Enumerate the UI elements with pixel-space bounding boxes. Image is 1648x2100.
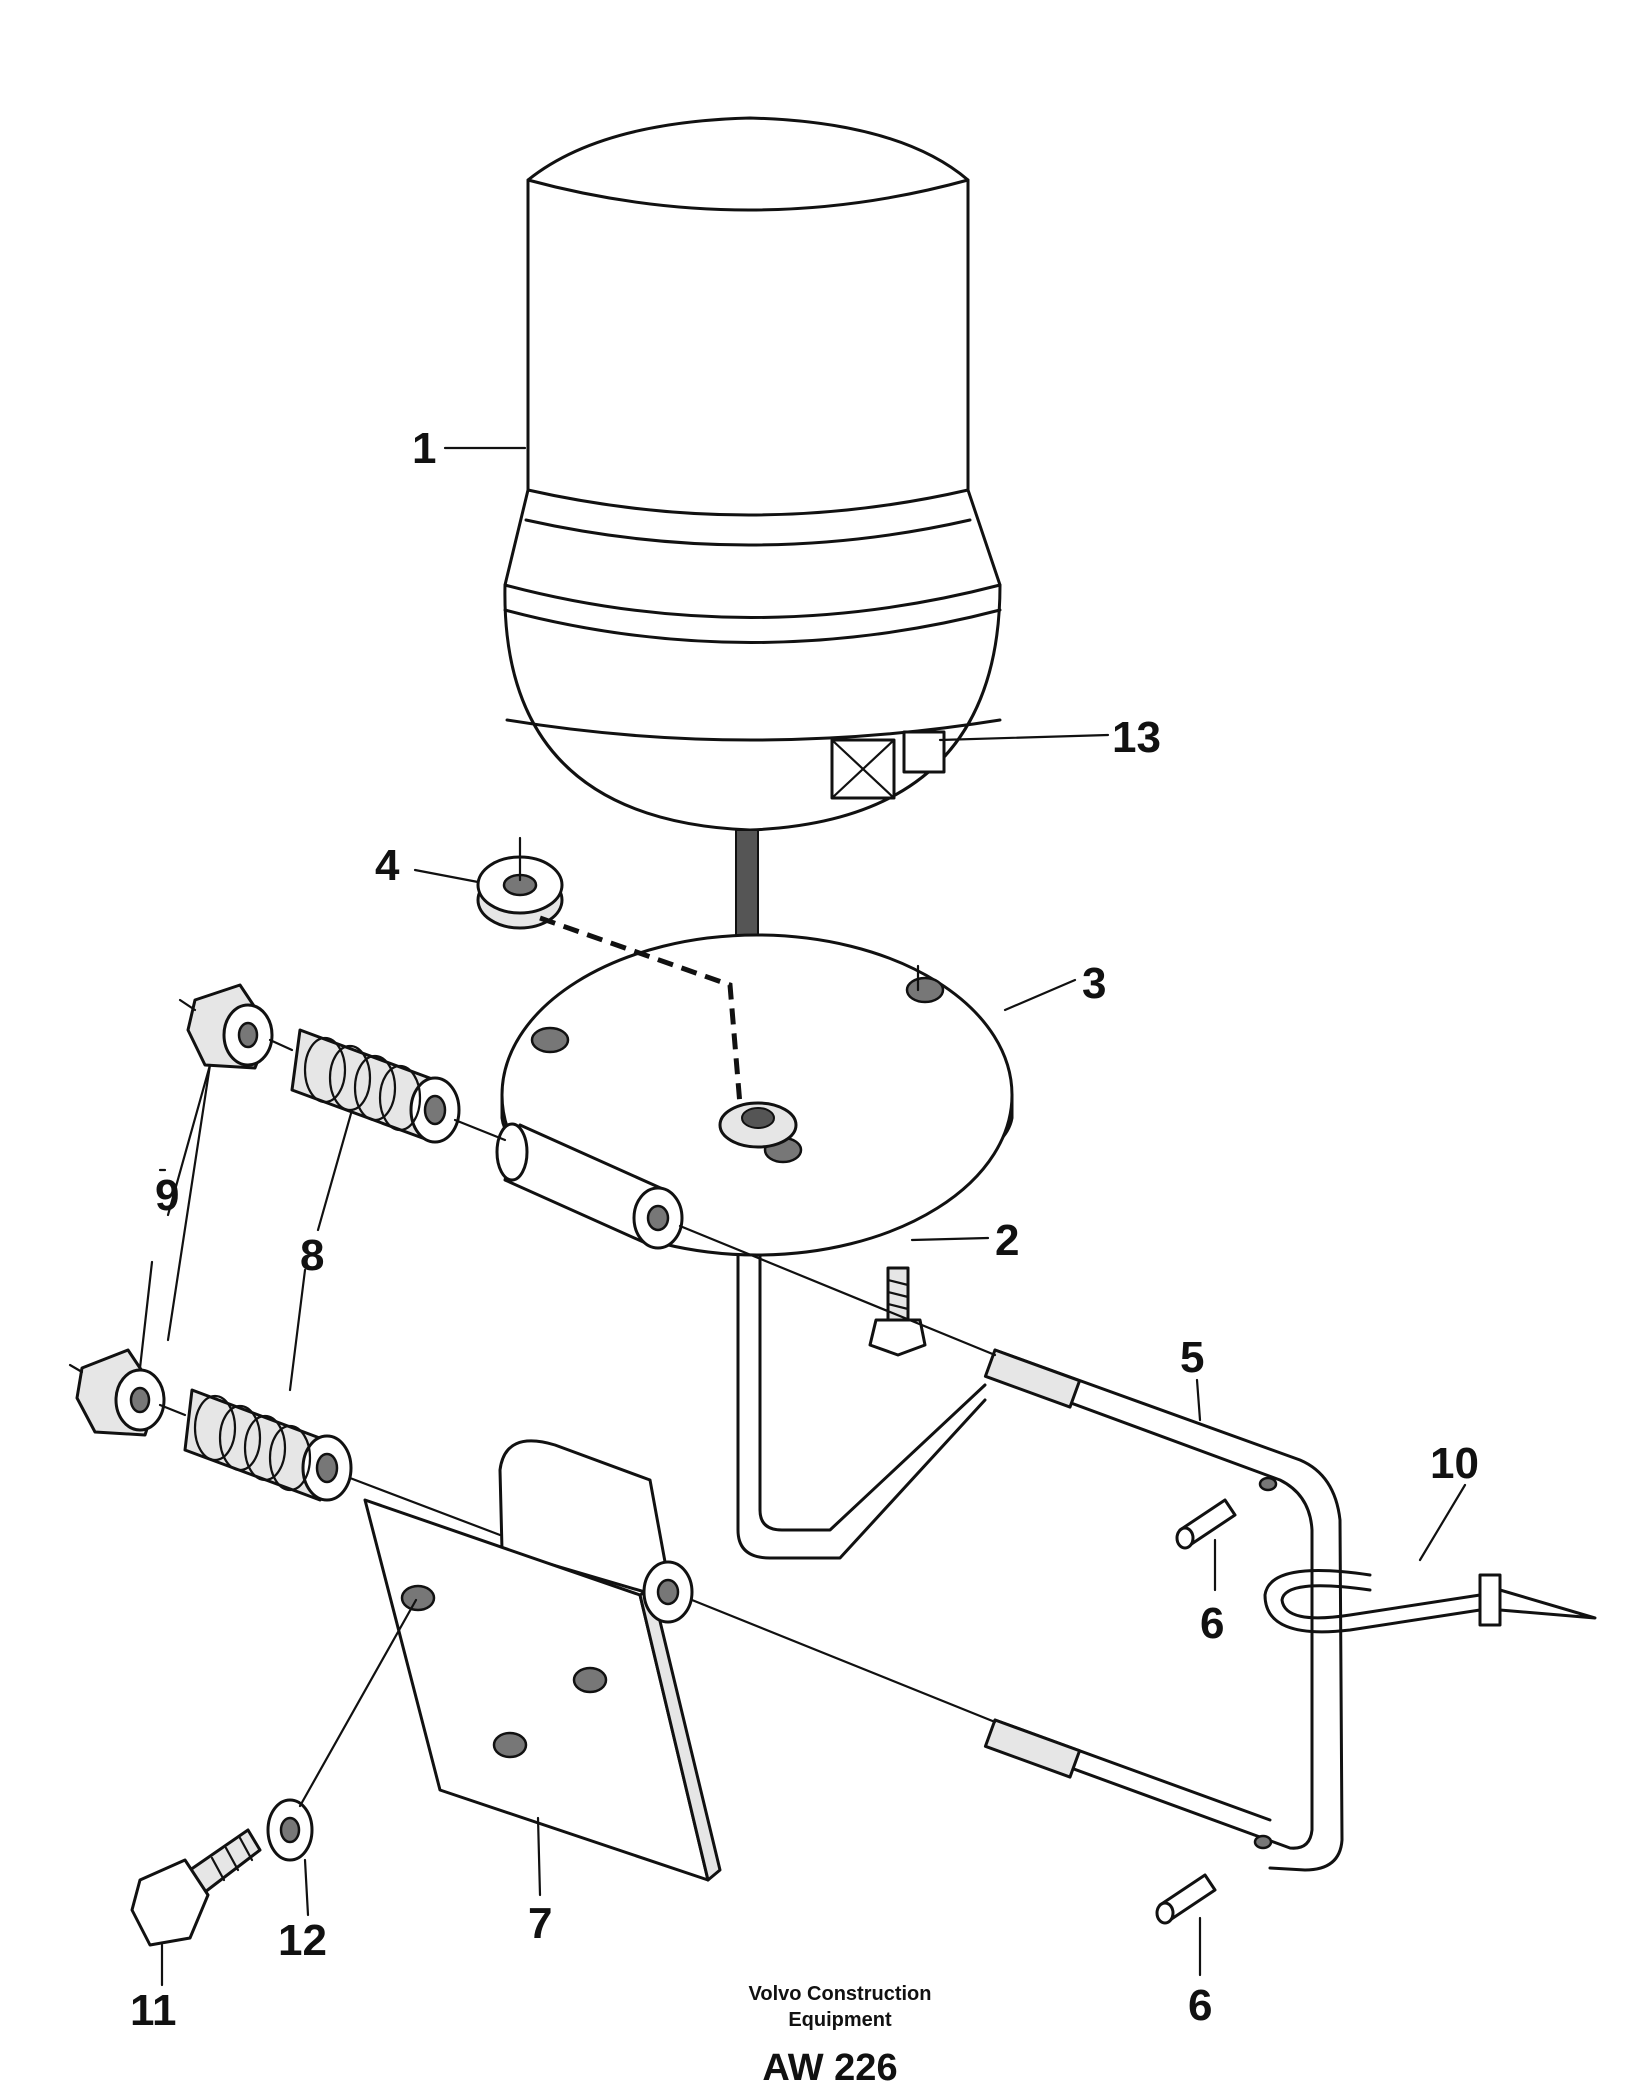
label-part-9: 9: [155, 1171, 179, 1220]
label-part-6-lower: 6: [1188, 1981, 1212, 2030]
upper-sleeve: [495, 1122, 684, 1250]
label-part-6-upper: 6: [1200, 1599, 1224, 1648]
cable-tie: [1263, 1569, 1597, 1634]
cotter-pins: [1155, 1498, 1237, 1925]
part-labels: 1 13 4 3 2 9 8 5 10 6 12 7 11 6: [130, 424, 1479, 2035]
label-part-4: 4: [375, 841, 400, 890]
u-bolt: [983, 1348, 1344, 1872]
label-part-5: 5: [1180, 1333, 1204, 1382]
label-part-7: 7: [528, 1899, 552, 1948]
springs: [183, 1028, 461, 1502]
label-part-10: 10: [1430, 1439, 1479, 1488]
label-part-1: 1: [412, 424, 436, 473]
bracket-plate: [363, 1439, 722, 1882]
screw-plate: [868, 1266, 927, 1357]
label-part-11: 11: [130, 1986, 177, 2035]
washer: [266, 1798, 314, 1862]
label-part-8: 8: [300, 1231, 324, 1280]
assembly-lines: [68, 964, 997, 1808]
company-name-line1: Volvo Construction: [749, 1983, 932, 2005]
drawing-code: AW 226: [762, 2047, 897, 2089]
beacon-dome: [503, 116, 1002, 832]
grommet: [476, 836, 743, 1106]
label-part-13: 13: [1112, 713, 1161, 762]
label-part-2: 2: [995, 1216, 1019, 1265]
label-part-3: 3: [1082, 959, 1106, 1008]
label-part-12: 12: [278, 1916, 327, 1965]
hex-bolt: [130, 1828, 262, 1947]
drawing-footer: Volvo Construction Equipment AW 226: [749, 1983, 932, 2089]
decal-label: [830, 730, 946, 800]
company-name-line2: Equipment: [788, 2009, 892, 2031]
leader-lines: [138, 446, 1467, 1987]
hex-nuts: [75, 983, 274, 1437]
